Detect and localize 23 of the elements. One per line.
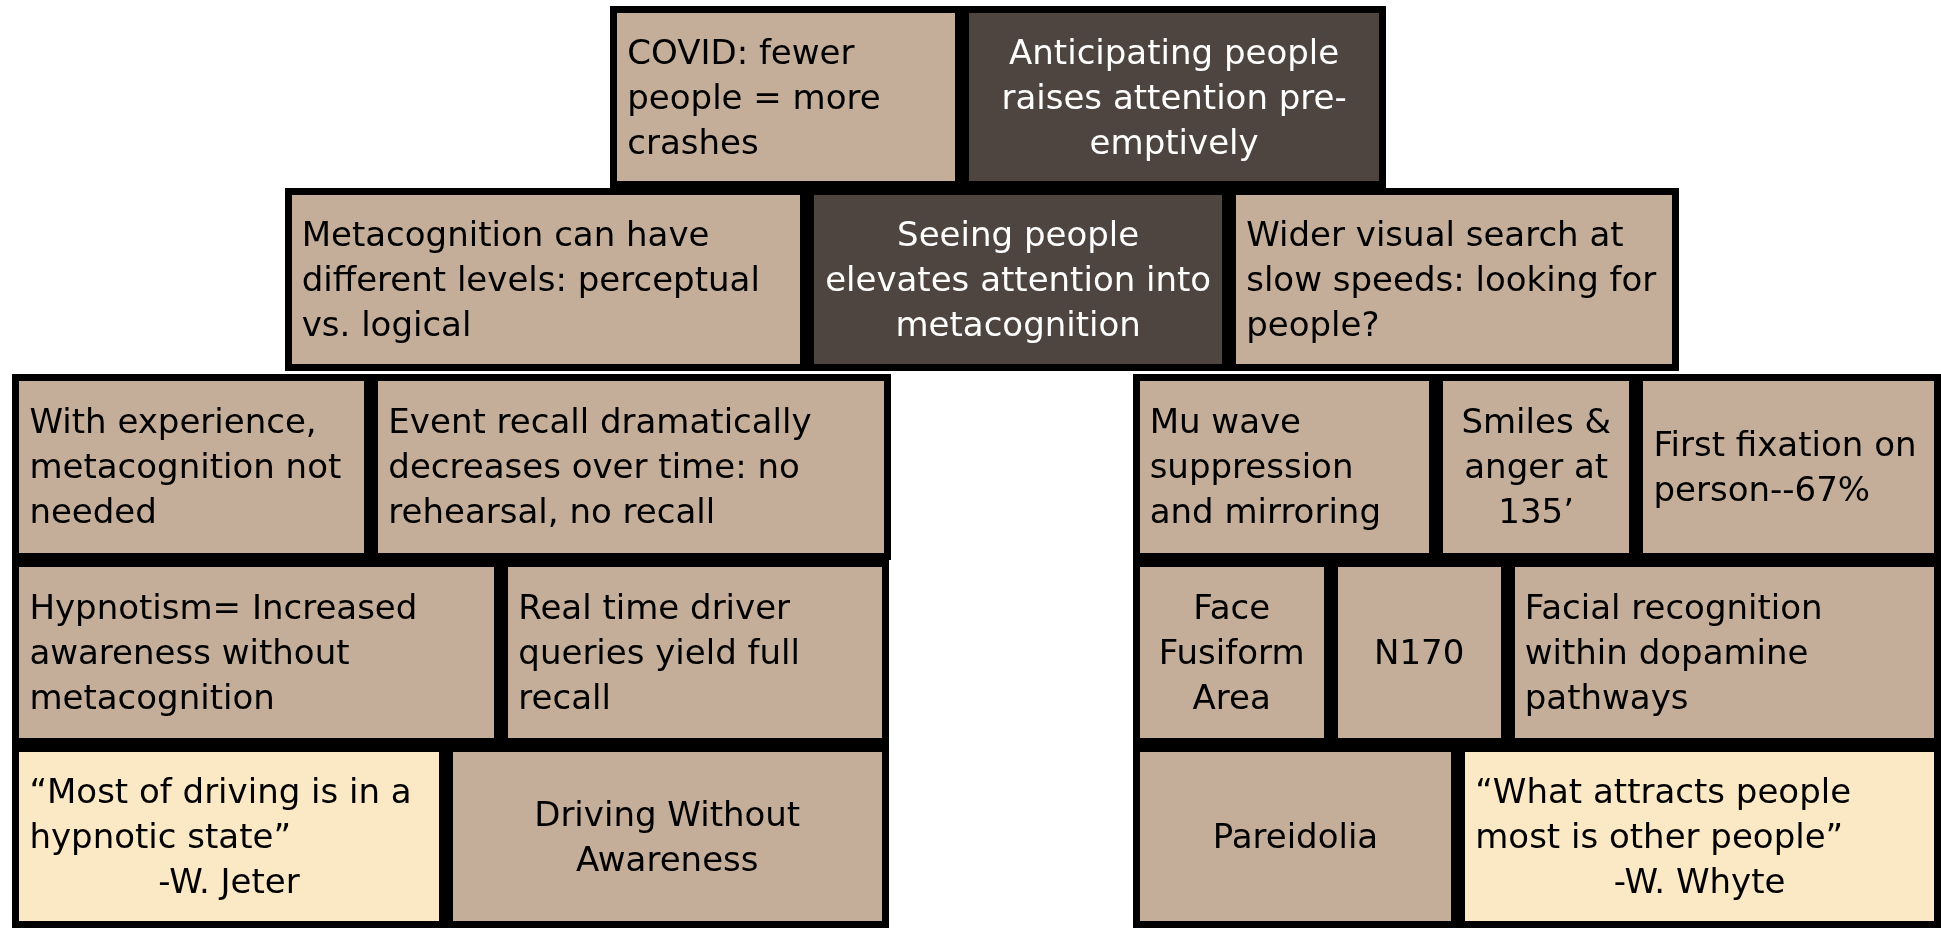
text-box — [1229, 188, 1679, 372]
box-text: With experience, metacognition not needed — [29, 400, 343, 534]
box-text: Mu wave suppression and mirroring — [1149, 400, 1382, 534]
box-text: Seeing people elevates attention into metacognition — [824, 213, 1213, 347]
box-text: Real time driver queries yield full recall — [518, 586, 801, 719]
box-text: Facial recognition within dopamine pathways — [1524, 586, 1824, 719]
attribution-text: -W. Whyte — [1612, 860, 1787, 904]
quote-text: “Most of driving is in a hypnotic state” — [29, 770, 413, 859]
box-text: Hypnotism= Increased awareness without metacognition — [29, 586, 419, 719]
box-text: Anticipating people raises attention pre-emptively — [1000, 30, 1348, 164]
attribution-text: -W. Jeter — [157, 860, 301, 904]
box-text: N170 — [1373, 630, 1466, 674]
box-text: Driving Without Awareness — [533, 792, 802, 881]
box-text: Pareidolia — [1211, 815, 1380, 859]
text-box — [284, 188, 808, 372]
box-text: Smiles & anger at 135’ — [1460, 400, 1612, 534]
box-text: Event recall dramatically decreases over time: no rehearsal, no recall — [388, 400, 813, 534]
box-text: Metacognition can have different levels: perceptual vs. logical — [301, 213, 761, 347]
box-text: COVID: fewer people = more crashes — [627, 30, 882, 164]
box-text: Face Fusiform Area — [1157, 586, 1306, 719]
box-text: First fixation on person--67% — [1653, 422, 1918, 511]
box-text: Wider visual search at slow speeds: looking for people? — [1246, 213, 1658, 347]
quote-text: “What attracts people most is other people” — [1475, 770, 1853, 859]
